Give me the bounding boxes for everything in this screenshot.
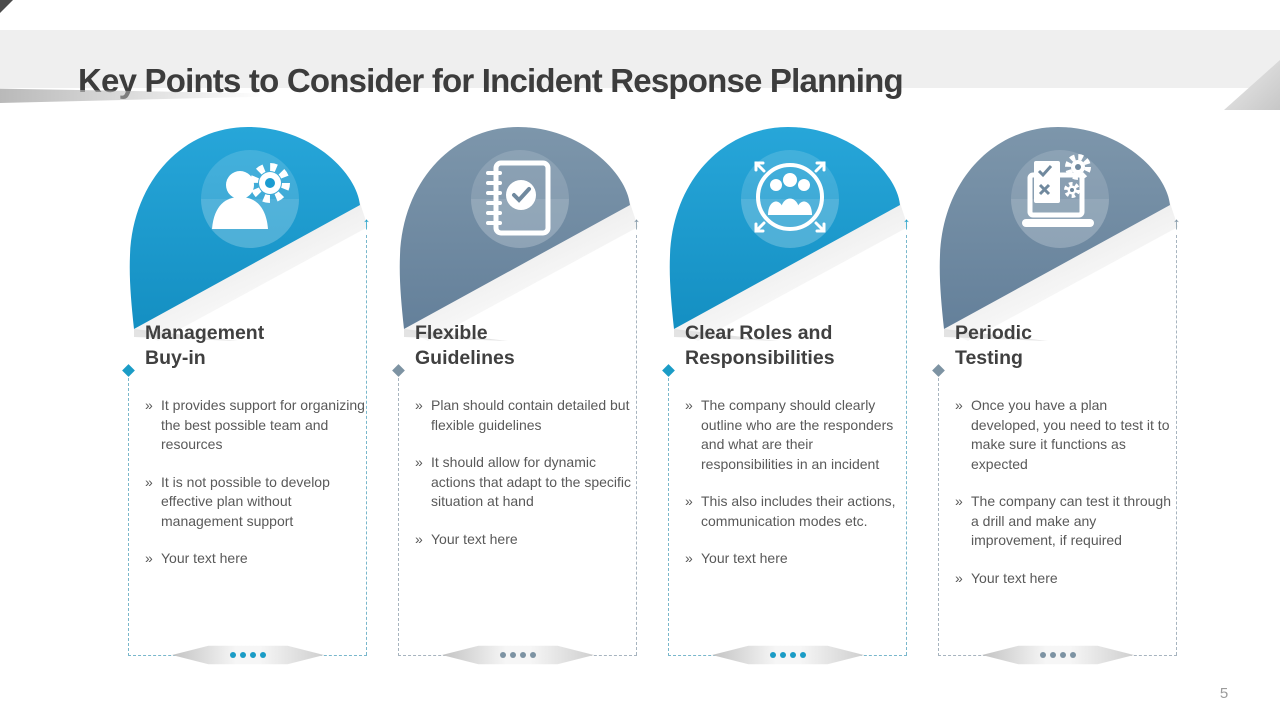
petal-shape	[128, 123, 368, 341]
bullet-item: » Your text here	[415, 530, 637, 550]
bottom-ribbon	[442, 645, 594, 665]
column-title: Clear Roles and Responsibilities	[685, 321, 835, 370]
bullet-marker: »	[955, 493, 963, 509]
bullet-text: The company can test it through a drill …	[971, 493, 1171, 548]
ribbon-dots	[230, 652, 266, 658]
connector-line	[636, 235, 637, 655]
bullet-marker: »	[145, 550, 153, 566]
bullet-marker: »	[685, 493, 693, 509]
bullet-marker: »	[955, 569, 963, 586]
bullet-text: It provides support for organizing the b…	[161, 397, 365, 452]
ribbon-dots	[500, 652, 536, 658]
bullet-marker: »	[955, 397, 963, 413]
fold-shadow	[404, 203, 638, 341]
ribbon-dots	[770, 652, 806, 658]
bullet-marker: »	[685, 397, 693, 413]
diamond-marker	[662, 364, 675, 377]
fold-shadow	[944, 203, 1178, 341]
bottom-ribbon	[712, 645, 864, 665]
bullet-list: » It provides support for organizing the…	[145, 396, 367, 587]
bullet-list: » The company should clearly outline who…	[685, 396, 907, 587]
fold-shadow	[674, 203, 908, 341]
bullet-marker: »	[145, 397, 153, 413]
bullet-item: » The company can test it through a dril…	[955, 492, 1177, 551]
fold-shadow	[134, 203, 368, 341]
column-title: Periodic Testing	[955, 321, 1032, 370]
bullet-marker: »	[145, 473, 153, 490]
bullet-item: » Once you have a plan developed, you ne…	[955, 396, 1177, 474]
bullet-text: It is not possible to develop effective …	[161, 473, 330, 529]
bullet-item: » It is not possible to develop effectiv…	[145, 473, 367, 532]
testing-checklist-icon	[1022, 154, 1094, 227]
bullet-text: Your text here	[161, 550, 248, 566]
column-title-line2: Guidelines	[415, 346, 515, 369]
bullet-text: Your text here	[701, 550, 788, 566]
bullet-text: It should allow for dynamic actions that…	[431, 454, 632, 509]
arrow-up-icon: ↑	[1172, 214, 1181, 233]
bullet-item: » The company should clearly outline who…	[685, 396, 907, 474]
ribbon-dots	[1040, 652, 1076, 658]
diamond-marker	[932, 364, 945, 377]
bullet-text: Plan should contain detailed but flexibl…	[431, 397, 630, 433]
connector-line	[906, 235, 907, 655]
team-roles-icon	[754, 161, 826, 233]
column-title-line1: Flexible	[415, 322, 488, 344]
column-title-line1: Management	[145, 322, 265, 344]
diamond-marker	[122, 364, 135, 377]
column-title-line1: Clear Roles and	[685, 322, 833, 344]
arrow-up-icon: ↑	[362, 214, 371, 233]
connector-line	[366, 235, 367, 655]
column-management-buy-in: Management Buy-in ↑ » It provides suppor…	[122, 123, 371, 668]
petal-shape	[398, 123, 638, 341]
bullet-item: » It should allow for dynamic actions th…	[415, 453, 637, 512]
bullet-list: » Once you have a plan developed, you ne…	[955, 396, 1177, 606]
page-title: Key Points to Consider for Incident Resp…	[78, 62, 904, 100]
column-title-line2: Responsibilities	[685, 346, 835, 369]
corner-notch-decoration	[0, 0, 13, 13]
petal-shape	[668, 123, 908, 341]
bullet-text: The company should clearly outline who a…	[701, 397, 894, 472]
title-banner: Key Points to Consider for Incident Resp…	[0, 30, 1280, 99]
bullet-marker: »	[415, 397, 423, 413]
bullet-text: Once you have a plan developed, you need…	[971, 397, 1170, 472]
column-title-line2: Buy-in	[145, 346, 206, 369]
bullet-item: » Your text here	[685, 549, 907, 569]
bullet-item: » It provides support for organizing the…	[145, 396, 367, 455]
bottom-ribbon	[982, 645, 1134, 665]
bullet-item: » Your text here	[955, 569, 1177, 589]
bullet-marker: »	[415, 454, 423, 470]
guidelines-notebook-icon	[486, 160, 551, 236]
petal-shape	[938, 123, 1178, 341]
bullet-text: Your text here	[431, 530, 518, 547]
column-title-line2: Testing	[955, 346, 1023, 369]
bottom-ribbon	[172, 645, 324, 665]
column-flexible-guidelines: Flexible Guidelines ↑ » Plan should cont…	[392, 123, 641, 668]
bullet-item: » Plan should contain detailed but flexi…	[415, 396, 637, 435]
bullet-text: Your text here	[971, 569, 1058, 586]
bullet-marker: »	[685, 550, 693, 566]
manager-gear-icon	[212, 163, 290, 229]
arrow-up-icon: ↑	[632, 214, 641, 233]
column-clear-roles-responsibilities: Clear Roles and Responsibilities ↑ » The…	[662, 123, 911, 668]
bullet-marker: »	[415, 530, 423, 547]
page-number: 5	[1219, 685, 1229, 702]
bullet-text: This also includes their actions, commun…	[701, 493, 896, 529]
connector-line	[1176, 235, 1177, 655]
bullet-item: » Your text here	[145, 549, 367, 569]
bullet-list: » Plan should contain detailed but flexi…	[415, 396, 637, 567]
bullet-item: » This also includes their actions, comm…	[685, 492, 907, 531]
column-title: Management Buy-in	[145, 321, 264, 370]
column-periodic-testing: Periodic Testing ↑ » Once you have a pla…	[932, 123, 1181, 668]
column-title-line1: Periodic	[955, 322, 1032, 344]
arrow-up-icon: ↑	[902, 214, 911, 233]
column-title: Flexible Guidelines	[415, 321, 515, 370]
diamond-marker	[392, 364, 405, 377]
